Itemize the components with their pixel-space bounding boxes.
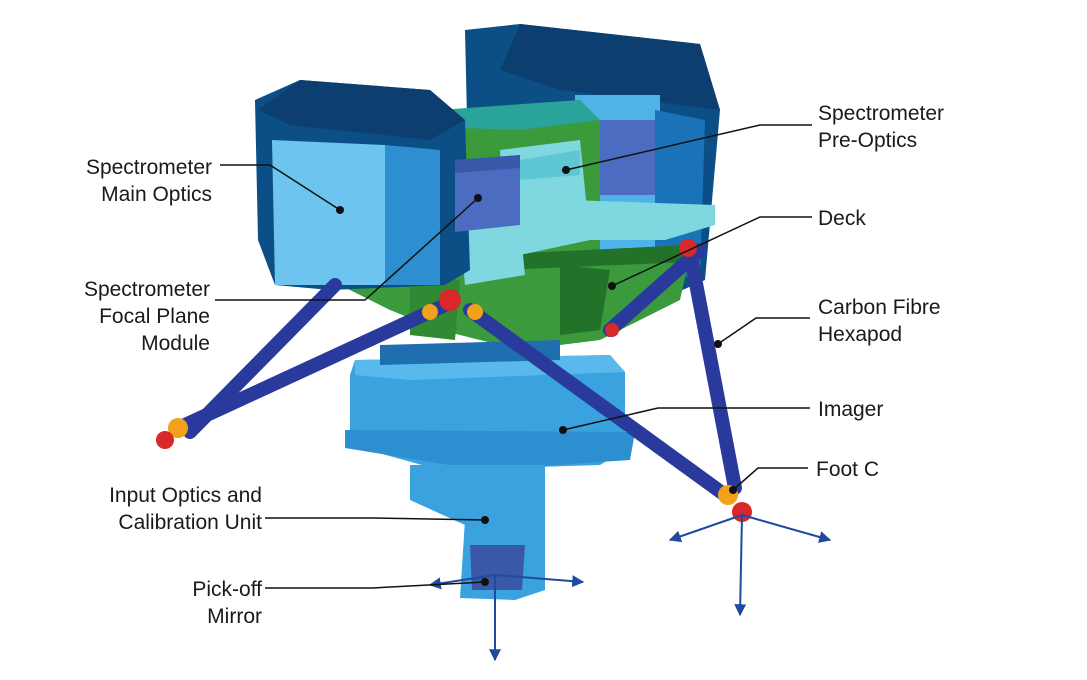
leader-pickoff — [265, 581, 486, 589]
label-foot-c: Foot C — [816, 458, 880, 481]
foot-axes — [428, 514, 832, 662]
imager-box — [345, 340, 635, 470]
leader-hexapod — [717, 317, 810, 345]
leader-dots — [336, 166, 737, 586]
leader-pre-optics — [565, 124, 812, 171]
hexapod-struts — [178, 243, 742, 502]
label-pickoff-mirror: Pick-off Mirror — [192, 578, 262, 628]
label-input-optics-calibration-unit: Input Optics and Calibration Unit — [109, 484, 262, 534]
leader-lines — [215, 124, 812, 589]
input-optics-column — [410, 465, 545, 600]
label-spectrometer-main-optics: Spectrometer Main Optics — [85, 156, 212, 206]
label-spectrometer-pre-optics: Spectrometer Pre-Optics — [818, 102, 945, 152]
label-deck: Deck — [818, 207, 866, 230]
leader-main-optics — [220, 164, 341, 211]
leader-input-optics — [265, 517, 486, 521]
leader-foot-c — [732, 467, 808, 491]
leader-imager — [562, 407, 810, 431]
leader-deck — [611, 216, 812, 287]
label-spectrometer-focal-plane-module: Spectrometer Focal Plane Module — [83, 278, 210, 355]
label-carbon-fibre-hexapod: Carbon Fibre Hexapod — [818, 296, 941, 346]
leader-focal-plane — [215, 197, 479, 301]
label-imager: Imager — [818, 398, 884, 421]
left-spectrometer-housing — [255, 80, 520, 290]
